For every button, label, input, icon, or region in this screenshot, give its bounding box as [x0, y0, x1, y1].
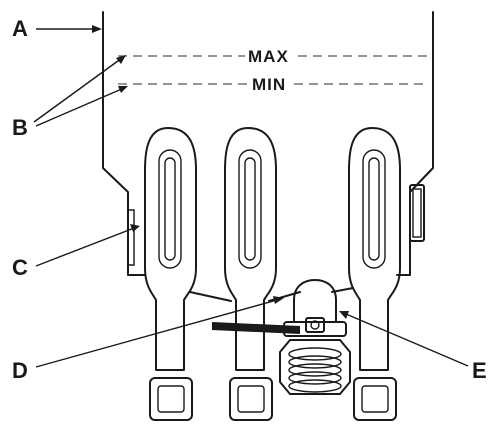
tank-body — [102, 11, 434, 302]
callout-a: A — [12, 16, 102, 41]
valve-handle-lever — [212, 322, 300, 334]
callout-b-label: B — [12, 115, 28, 140]
callout-e: E — [339, 311, 487, 383]
heating-element-right — [348, 127, 401, 421]
callout-e-label: E — [472, 358, 487, 383]
heating-element-left — [144, 127, 197, 421]
min-level-label: MIN — [252, 75, 286, 94]
drain-valve — [212, 279, 351, 395]
valve-thread — [288, 347, 342, 393]
heating-element-middle — [224, 127, 277, 421]
callout-d-label: D — [12, 358, 28, 383]
max-level-label: MAX — [248, 47, 289, 66]
callout-b: B — [12, 55, 128, 140]
level-markings: MAX MIN — [118, 47, 428, 94]
callout-c: C — [12, 224, 140, 280]
callout-c-label: C — [12, 255, 28, 280]
callout-d: D — [12, 296, 284, 383]
callout-a-label: A — [12, 16, 28, 41]
